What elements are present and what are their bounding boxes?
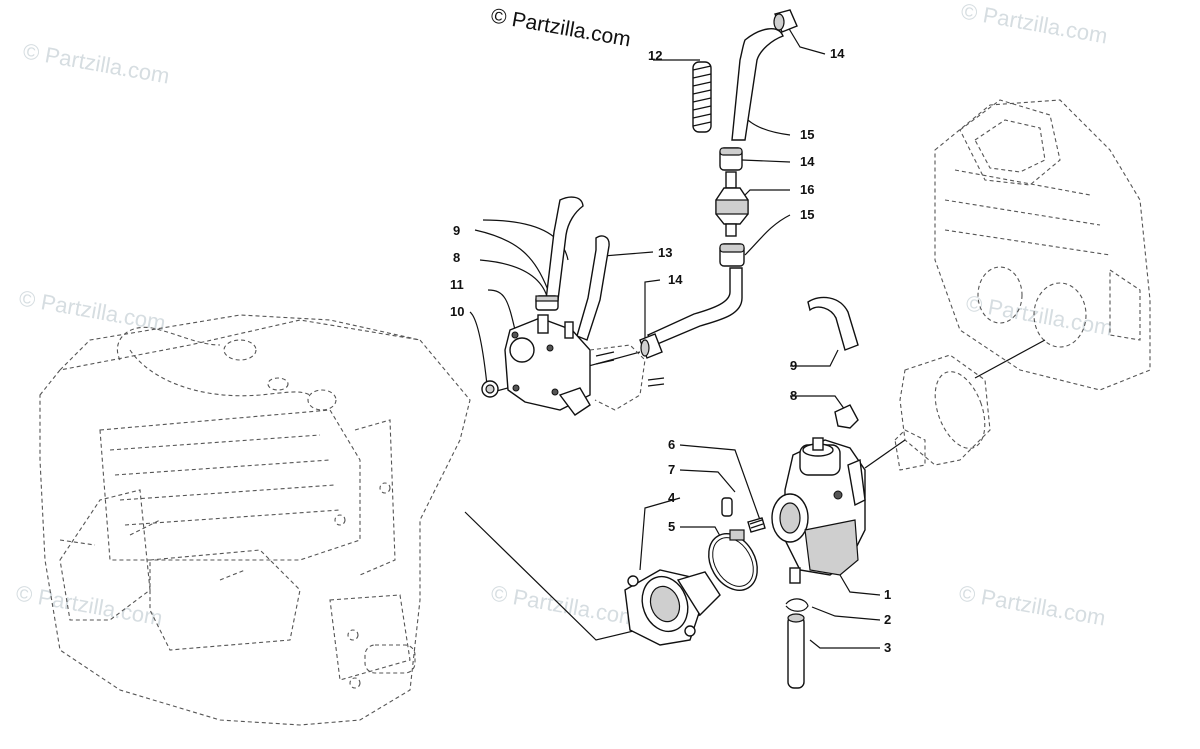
part-fuel-pump	[504, 314, 665, 416]
part-carburetor	[771, 437, 866, 584]
part-hose-clamp-top	[773, 9, 798, 33]
part-spring	[692, 61, 712, 133]
callout-7: 7	[668, 462, 675, 477]
part-fitting-nut	[481, 380, 499, 398]
callout-16: 16	[800, 182, 814, 197]
air-box	[934, 99, 1151, 391]
watermarks: © Partzilla.com © Partzilla.com © Partzi…	[14, 0, 1114, 631]
part-hose-clamp	[719, 243, 745, 267]
part-drain-tube	[787, 613, 805, 689]
watermark: © Partzilla.com	[17, 285, 167, 335]
part-screw	[747, 517, 766, 533]
part-fuel-hose-lower	[646, 267, 743, 346]
callout-6: 6	[668, 437, 675, 452]
callout-14: 14	[668, 272, 683, 287]
callout-4: 4	[668, 490, 676, 505]
part-pin	[721, 497, 733, 517]
watermark: © Partzilla.com	[21, 38, 171, 88]
callout-12: 12	[648, 48, 662, 63]
watermark: © Partzilla.com	[957, 580, 1107, 630]
callout-14: 14	[830, 46, 845, 61]
callout-15: 15	[800, 207, 814, 222]
callout-8: 8	[790, 388, 797, 403]
part-hose-clamp	[834, 404, 859, 429]
part-hose-clip	[785, 598, 809, 612]
watermark: © Partzilla.com	[14, 580, 164, 630]
part-hose-clamp-small	[535, 295, 559, 311]
part-hose-clamp	[639, 333, 663, 359]
part-clamp-band	[708, 529, 758, 591]
callout-1: 1	[884, 587, 891, 602]
callout-2: 2	[884, 612, 891, 627]
intake-boot	[894, 354, 991, 471]
callout-15: 15	[800, 127, 814, 142]
engine-assembly	[39, 314, 471, 726]
callout-11: 11	[450, 277, 464, 292]
part-pump-hose	[576, 235, 610, 341]
part-intake-manifold	[624, 569, 721, 646]
callout-labels: 1 2 3 4 5 6 7 8 9 8 9 10 11 12 13 14 14 …	[450, 46, 891, 655]
part-vacuum-hose	[545, 196, 584, 301]
part-fuel-hose-upper	[731, 28, 784, 141]
part-hose-clamp	[719, 147, 743, 171]
watermark: © Partzilla.com	[959, 0, 1109, 49]
callout-8: 8	[453, 250, 460, 265]
callout-9: 9	[790, 358, 797, 373]
callout-5: 5	[668, 519, 675, 534]
callout-10: 10	[450, 304, 464, 319]
part-fuel-filter	[715, 171, 749, 237]
callout-14: 14	[800, 154, 815, 169]
callout-3: 3	[884, 640, 891, 655]
callout-9: 9	[453, 223, 460, 238]
copyright-text: © Partzilla.com	[489, 4, 632, 51]
watermark: © Partzilla.com	[489, 580, 639, 630]
part-vent-hose	[807, 296, 859, 351]
callout-13: 13	[658, 245, 672, 260]
watermark: © Partzilla.com	[964, 290, 1114, 340]
